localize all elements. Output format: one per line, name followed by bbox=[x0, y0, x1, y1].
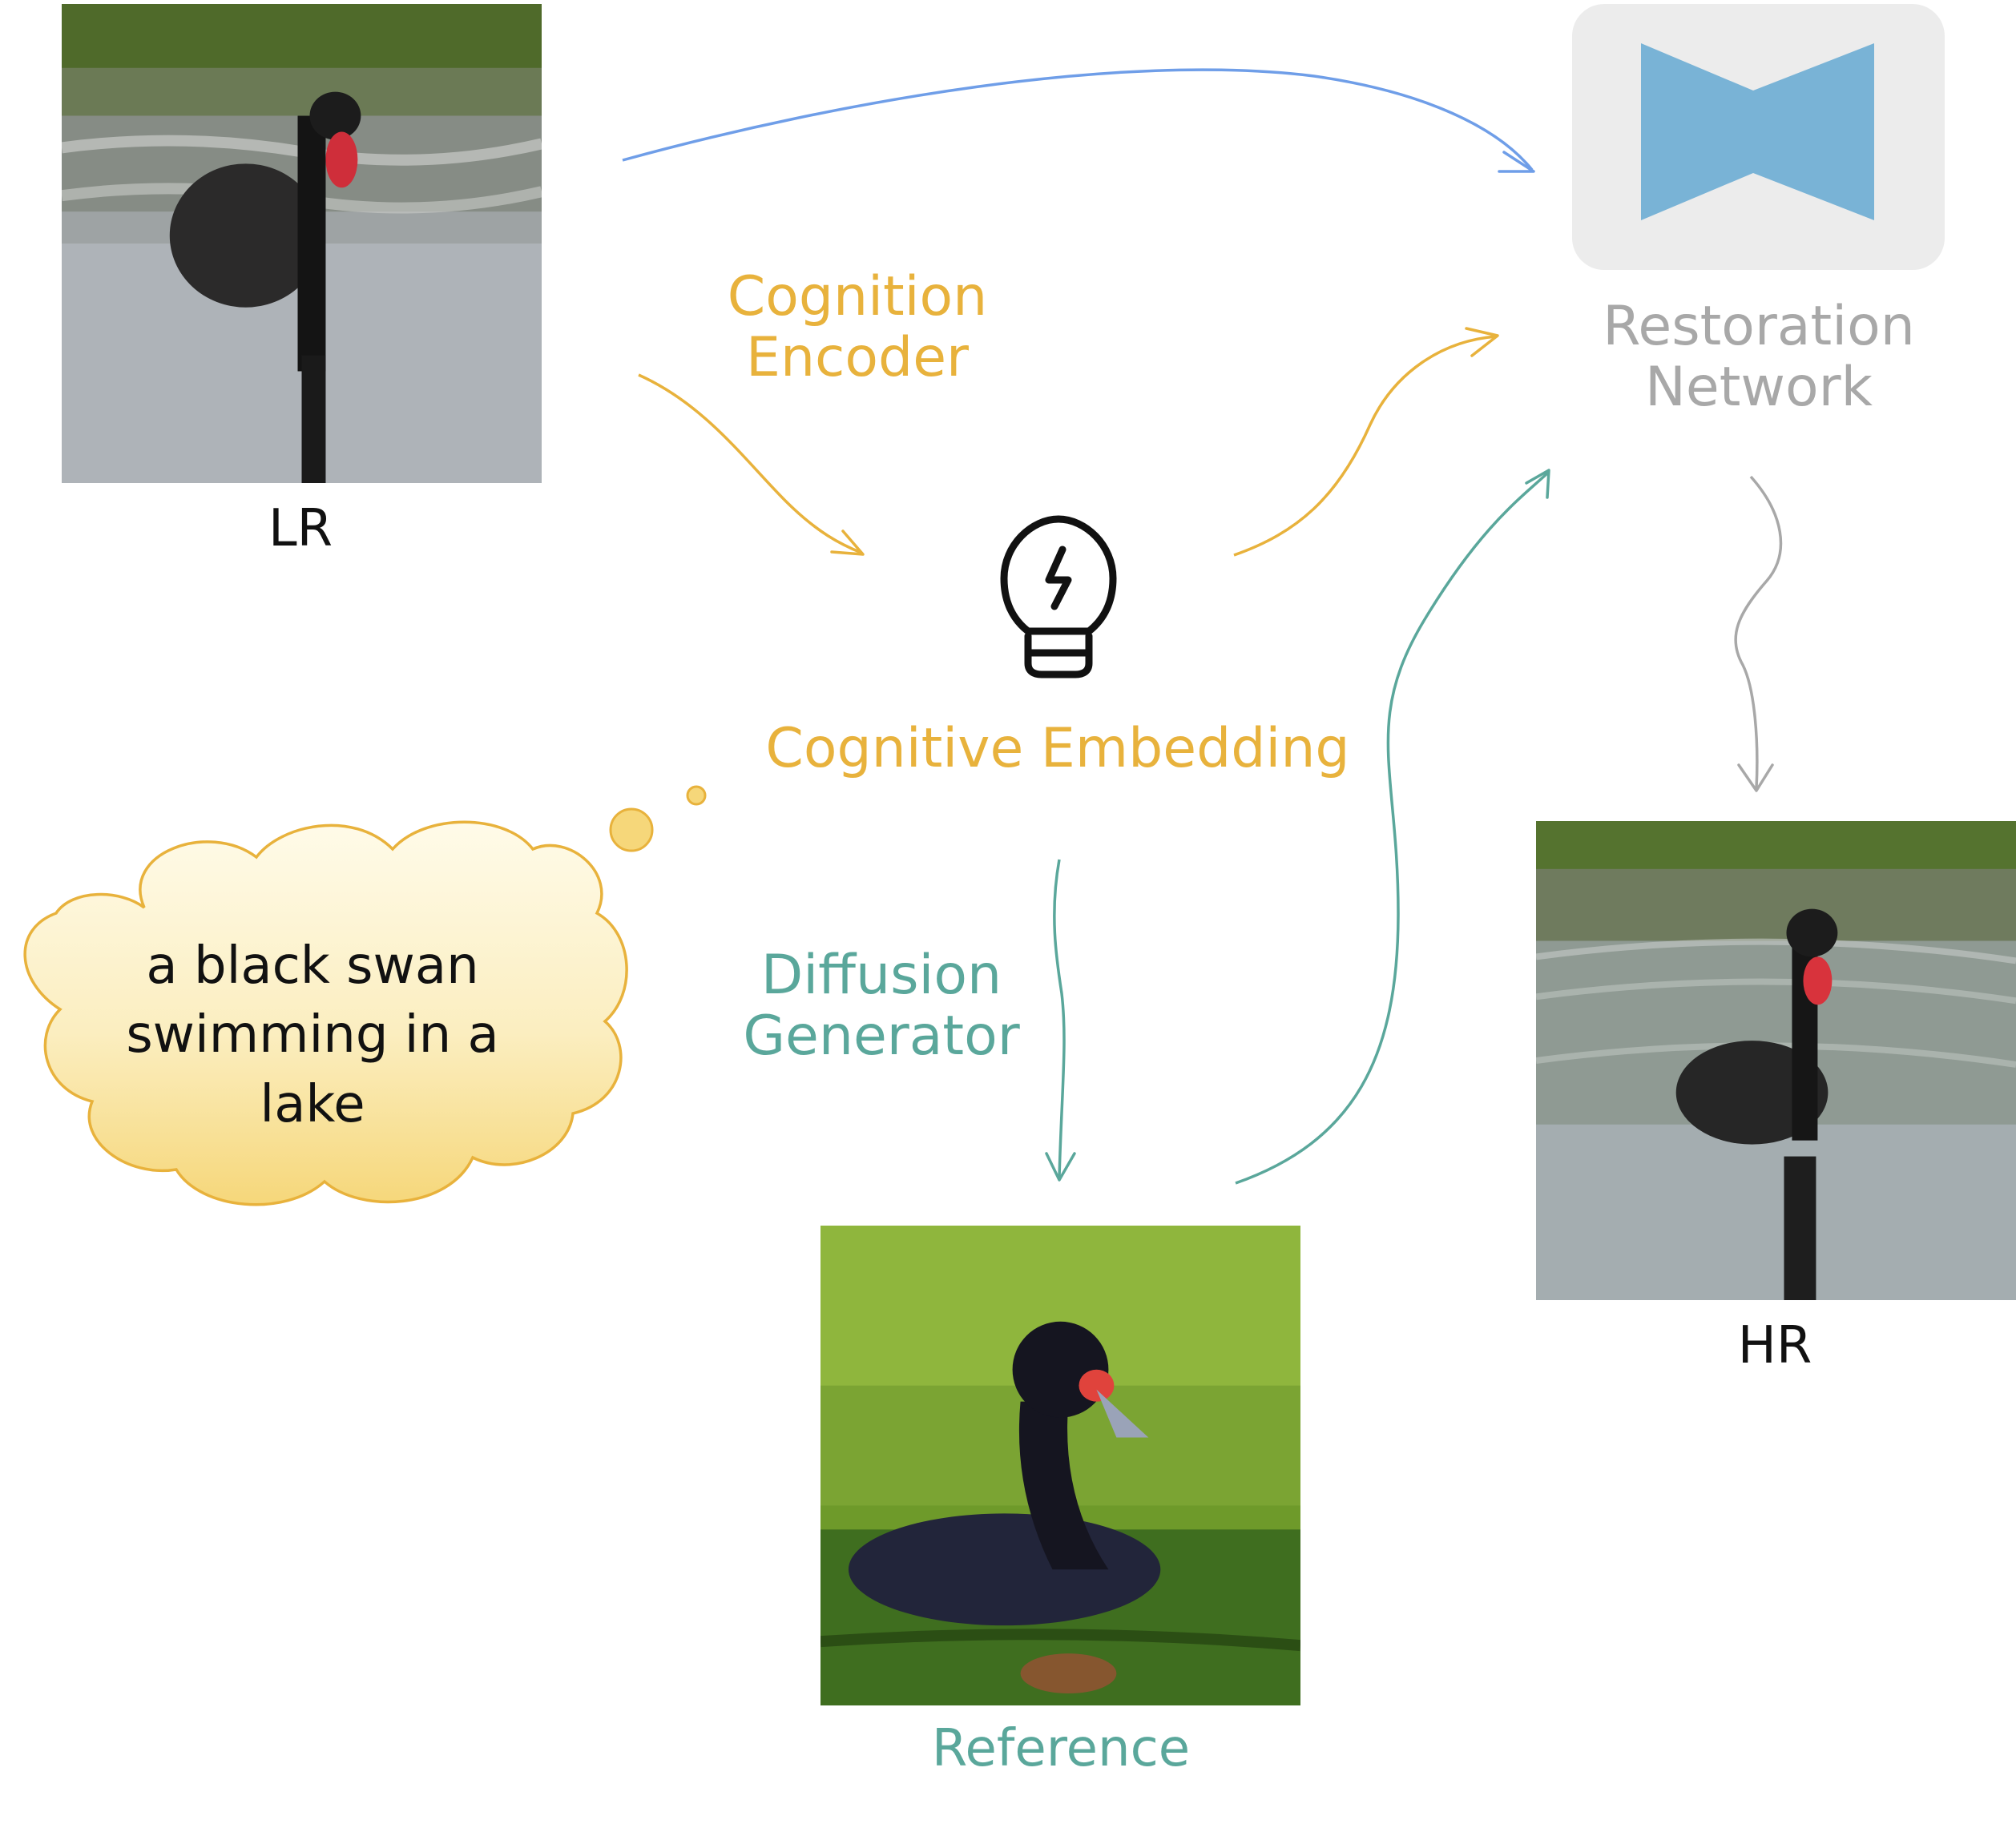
lr-image bbox=[62, 4, 542, 483]
arrow-reference-to-network bbox=[1235, 469, 1550, 1185]
arrow-lr-to-network bbox=[622, 68, 1535, 173]
arrow-diffusion-generator bbox=[1045, 859, 1076, 1182]
hr-label: HR bbox=[1737, 1316, 1812, 1375]
restoration-network-line-1: Restoration bbox=[1603, 295, 1915, 358]
thought-cloud-text: a black swan swimming in a lake bbox=[88, 932, 537, 1139]
thought-line-2: swimming in a bbox=[126, 1005, 499, 1065]
cognition-encoder-line-1: Cognition bbox=[727, 265, 988, 328]
thought-bubble-medium bbox=[609, 807, 654, 852]
diffusion-generator-line-1: Diffusion bbox=[760, 944, 1002, 1007]
lr-label: LR bbox=[268, 499, 333, 558]
diffusion-generator-line-2: Generator bbox=[743, 1005, 1020, 1069]
bowtie-shape bbox=[1641, 43, 1874, 220]
restoration-network-line-2: Network bbox=[1645, 356, 1873, 420]
restoration-network-label: Restoration Network bbox=[1558, 296, 1959, 418]
arrow-embedding-to-network bbox=[1233, 327, 1499, 557]
cloud-shape bbox=[23, 820, 628, 1206]
restoration-network-icon bbox=[1572, 4, 1945, 270]
reference-label: Reference bbox=[931, 1719, 1191, 1778]
hr-image bbox=[1536, 821, 2016, 1300]
thought-cloud bbox=[23, 785, 707, 1206]
cognition-encoder-line-2: Encoder bbox=[745, 326, 969, 390]
reference-image bbox=[821, 1226, 1300, 1705]
arrow-network-to-hr bbox=[1734, 475, 1783, 792]
thought-line-1: a black swan bbox=[146, 936, 479, 996]
arrow-cognition-encoder bbox=[638, 373, 865, 556]
lightbulb-bolt-icon bbox=[1000, 515, 1117, 678]
cognitive-embedding-label: Cognitive Embedding bbox=[765, 717, 1350, 780]
diffusion-generator-label: Diffusion Generator bbox=[721, 944, 1042, 1069]
thought-line-3: lake bbox=[260, 1074, 365, 1134]
cognition-encoder-label: Cognition Encoder bbox=[689, 265, 1026, 390]
thought-bubble-small bbox=[686, 785, 707, 806]
